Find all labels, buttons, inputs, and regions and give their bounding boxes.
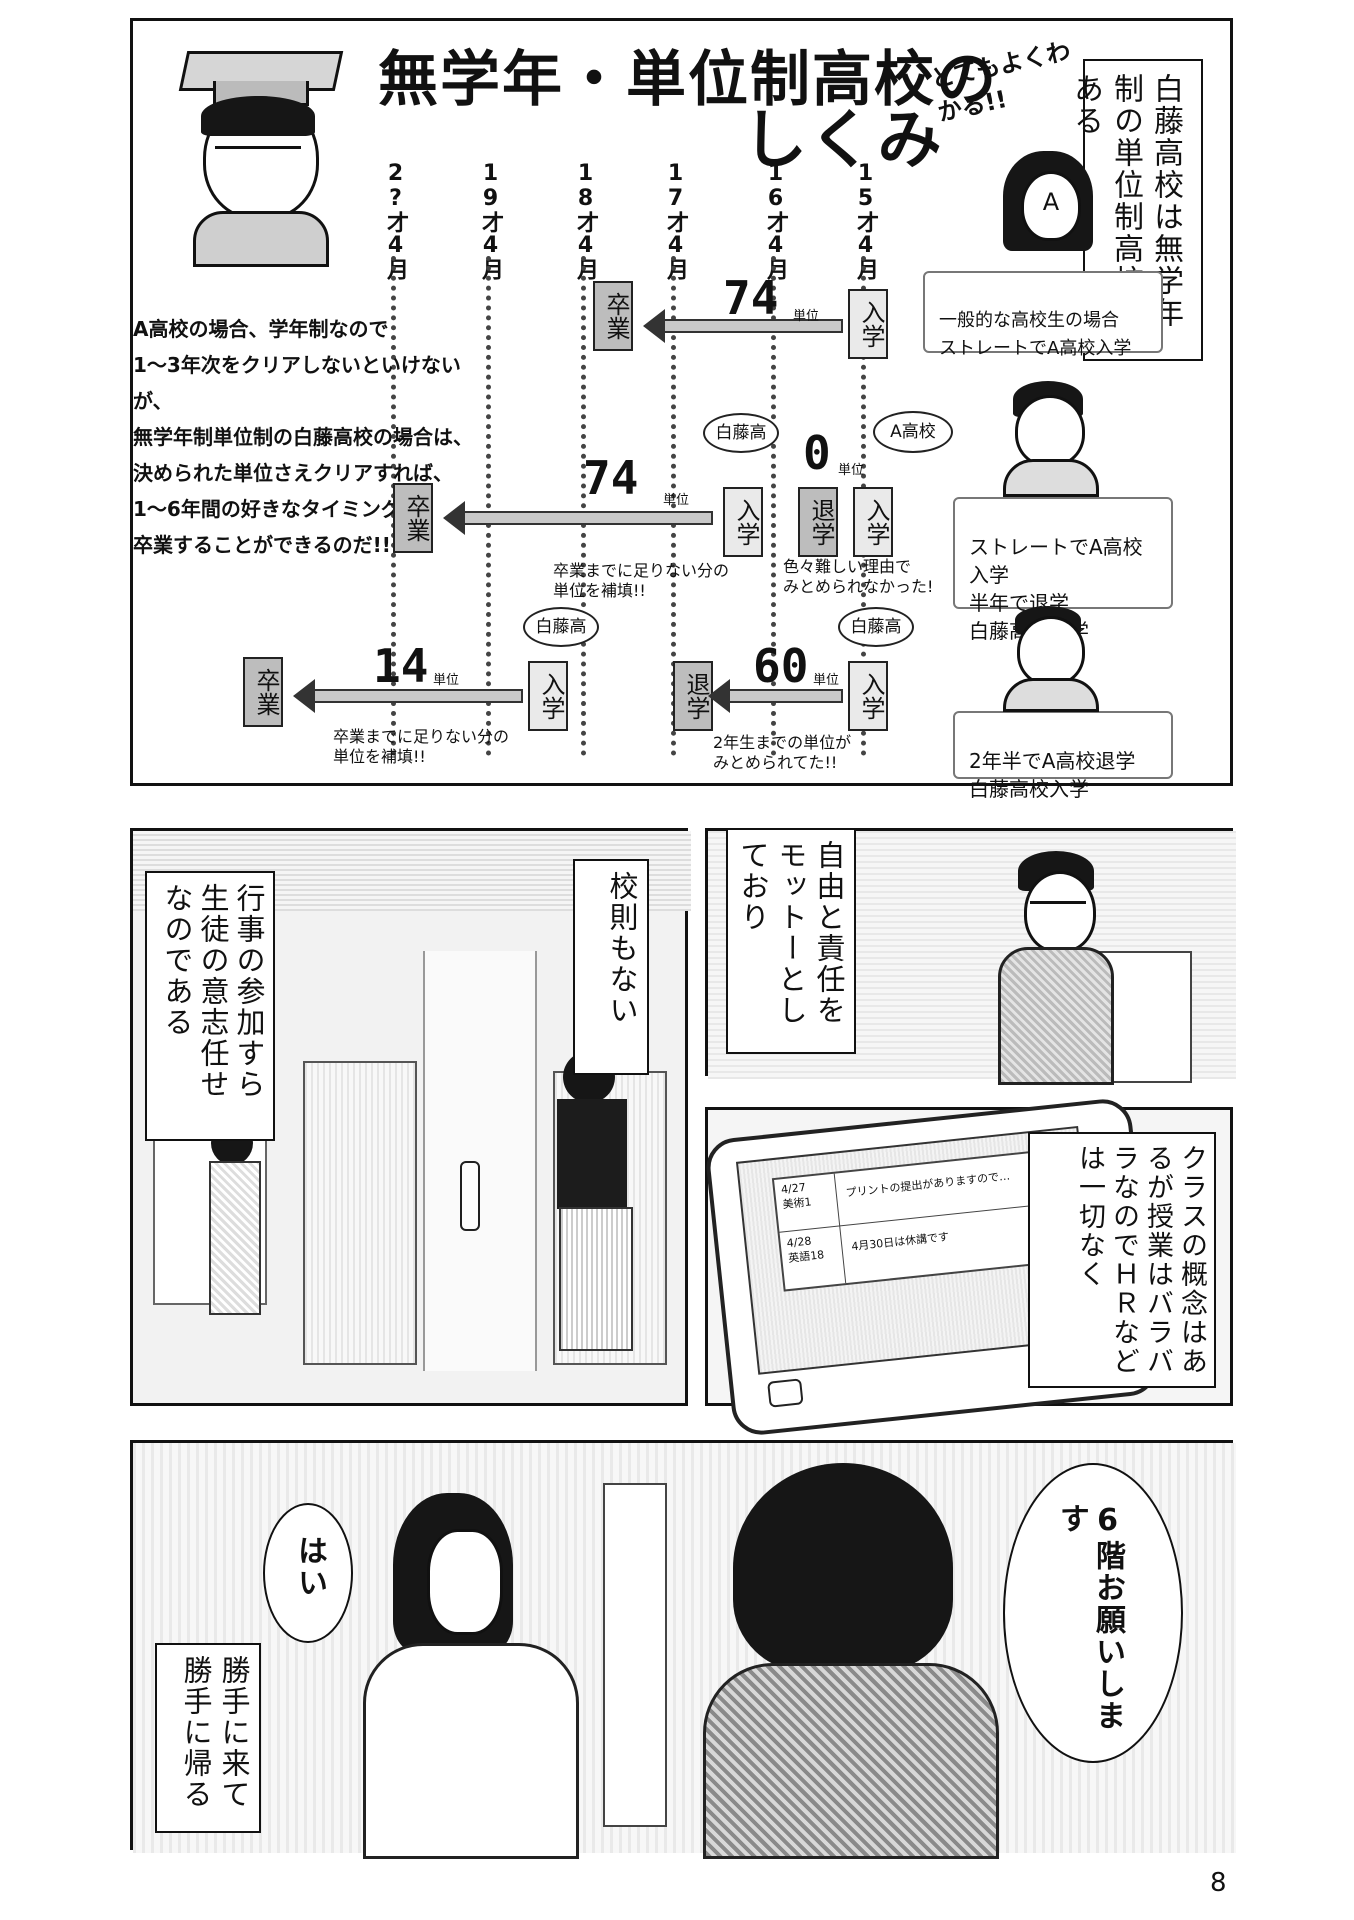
timeline-arrow-1 xyxy=(643,309,843,343)
explanation-text: A高校の場合、学年制なので 1〜3年次をクリアしないといけないが、 無学年制単位… xyxy=(133,317,473,557)
enroll-tag-3: 入学 xyxy=(528,661,568,731)
note-2b: 卒業までに足りない分の 単位を補填!! xyxy=(553,561,730,600)
infographic-title: 無学年・単位制高校の xyxy=(378,45,998,115)
student-a-figure: A xyxy=(1003,151,1093,261)
note-3b: 卒業までに足りない分の 単位を補填!! xyxy=(333,727,510,766)
graduate-tag-1: 卒業 xyxy=(593,281,633,351)
caption-come-go: 勝手に来て勝手に帰る xyxy=(155,1643,261,1833)
screen-row-1-date: 4/27 美術1 xyxy=(780,1180,813,1212)
case-box-3: 2年半でA高校退学 白藤高校入学 xyxy=(953,711,1173,801)
girl-at-elevator xyxy=(353,1493,583,1859)
scarf xyxy=(703,1663,999,1859)
column-line-17 xyxy=(671,256,676,756)
panel-hallway: 行事の参加すら生徒の意志任せなのである 校則もない xyxy=(130,828,691,1406)
teacher-character xyxy=(163,51,353,267)
unit-label-2b: 単位 xyxy=(663,493,690,508)
caption-events: 行事の参加すら生徒の意志任せなのである xyxy=(145,871,275,1141)
credits-2a: 0 xyxy=(803,426,831,480)
student-b-figure xyxy=(1003,381,1099,497)
unit-label-2a: 単位 xyxy=(838,463,865,478)
note-2a: 色々難しい理由で みとめられなかった! xyxy=(783,557,934,596)
boy-glasses-figure xyxy=(998,851,1118,1085)
infographic-title-2: しくみ xyxy=(743,103,944,178)
screen-row-2-date: 4/28 英語18 xyxy=(786,1234,825,1265)
timeline-arrow-3a xyxy=(708,679,843,713)
speech-bubble-girl xyxy=(263,1503,353,1643)
withdraw-tag-2: 退学 xyxy=(798,487,838,557)
credits-1: 74 xyxy=(723,271,779,325)
panel-elevator: はい 6階お願いします 勝手に来て勝手に帰る xyxy=(130,1440,1236,1859)
graduate-tag-2: 卒業 xyxy=(393,483,433,553)
shirafuji-balloon-3a: 白藤高 xyxy=(838,607,914,647)
column-line-19 xyxy=(486,256,491,756)
panel-phone: 4/27 美術1 プリントの提出がありますので… 4/28 英語18 4月30日… xyxy=(703,1096,1233,1438)
speech-girl: はい xyxy=(292,1535,327,1599)
girl-figure xyxy=(203,1121,263,1331)
enroll-tag-2: 入学 xyxy=(723,487,763,557)
enroll-tag-1: 入学 xyxy=(848,289,888,359)
panel-motto: 自由と責任をモットーとしており xyxy=(705,828,1236,1085)
boy-walking-figure xyxy=(543,1051,653,1351)
timeline-arrow-2 xyxy=(443,501,713,535)
case-box-1: 一般的な高校生の場合 ストレートでA高校入学 xyxy=(923,271,1163,359)
home-button-icon xyxy=(767,1378,804,1408)
unit-label-1: 単位 xyxy=(793,309,820,324)
unit-label-3b: 単位 xyxy=(433,673,460,688)
screen-row-1-text: プリントの提出がありますので… xyxy=(845,1169,1011,1200)
enroll-tag-2a: 入学 xyxy=(853,487,893,557)
timeline-arrow-3 xyxy=(293,679,523,713)
elevator-call-button xyxy=(460,1161,480,1231)
screen-row-2-text: 4月30日は休講です xyxy=(850,1230,950,1254)
shirafuji-balloon-3b: 白藤高 xyxy=(523,607,599,647)
note-3a: 2年生までの単位が みとめられてた!! xyxy=(713,733,852,772)
column-line-16 xyxy=(771,256,776,756)
speech-boy: 6階お願いします xyxy=(1054,1503,1125,1732)
caption-class: クラスの概念はあるが授業はバラバラなのでＨＲなどは一切なく xyxy=(1028,1132,1216,1388)
page-number: 8 xyxy=(1210,1868,1227,1898)
shirafuji-balloon-2: 白藤高 xyxy=(703,413,779,453)
a-school-balloon-2: A高校 xyxy=(873,411,953,453)
case-box-2: ストレートでA高校入学 半年で退学 白藤高校入学 xyxy=(953,497,1173,643)
caption-motto: 自由と責任をモットーとしており xyxy=(726,828,856,1054)
column-line-18 xyxy=(581,256,586,756)
glasses-icon xyxy=(1030,901,1086,922)
glasses-icon xyxy=(215,146,301,177)
graduate-tag-3: 卒業 xyxy=(243,657,283,727)
student-c-figure xyxy=(1003,606,1099,712)
caption-no-rules: 校則もない xyxy=(573,859,649,1075)
elevator-door-left xyxy=(303,1061,417,1365)
elevator-panel xyxy=(603,1483,667,1827)
unit-label-3a: 単位 xyxy=(813,673,840,688)
withdraw-tag-3: 退学 xyxy=(673,661,713,731)
credits-3a: 60 xyxy=(753,639,809,693)
pillar xyxy=(423,951,537,1371)
boy-back-figure xyxy=(693,1463,1013,1859)
infographic-panel: 無学年・単位制高校の しくみ とてもよくわかる!! 白藤高校は無学年制の単位制高… xyxy=(130,18,1233,801)
credits-3b: 14 xyxy=(373,639,429,693)
enroll-tag-3a: 入学 xyxy=(848,661,888,731)
speech-bubble-boy xyxy=(1003,1463,1183,1763)
credits-2b: 74 xyxy=(583,451,639,505)
